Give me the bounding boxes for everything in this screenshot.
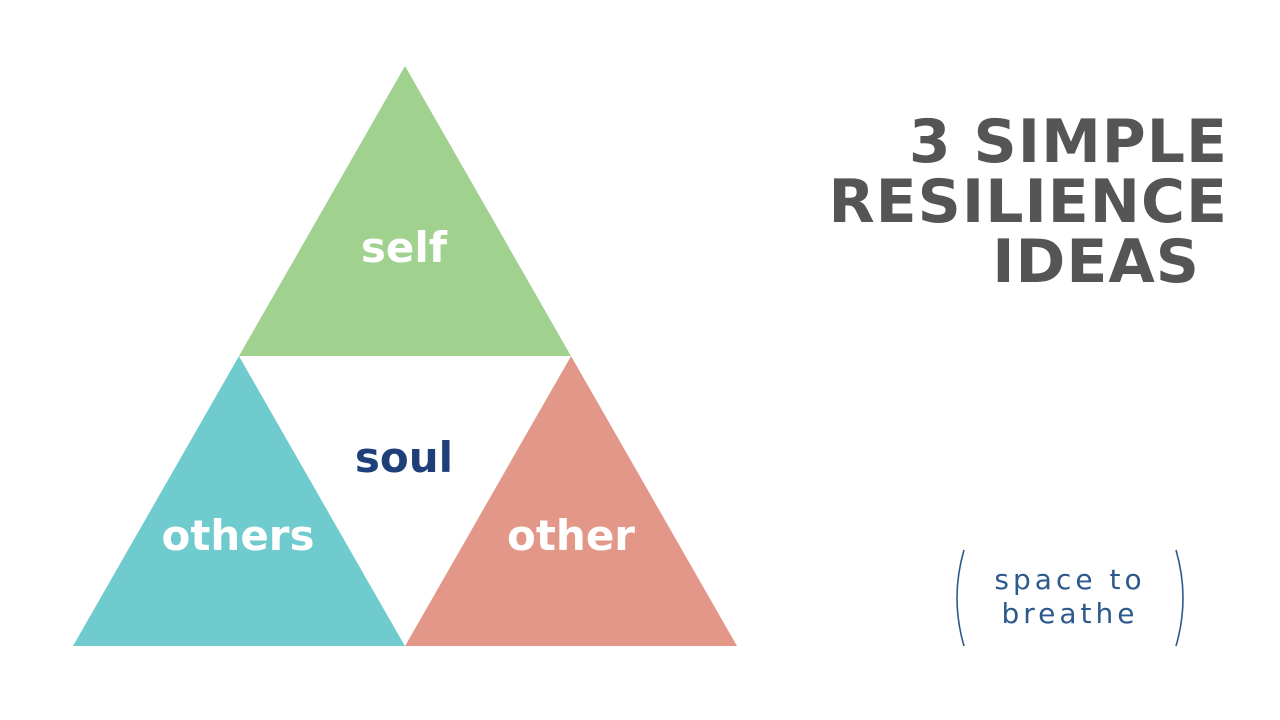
title-line-2: RESILIENCE	[828, 167, 1228, 237]
soul-triangle	[239, 356, 571, 646]
space-to-breathe-logo: space to breathe	[952, 548, 1188, 648]
resilience-triangle-diagram: self others other soul	[73, 66, 737, 646]
title-line-1: 3 SIMPLE	[908, 107, 1228, 177]
right-parenthesis-icon	[1175, 549, 1184, 647]
others-label: others	[161, 511, 314, 560]
other-triangle	[405, 356, 737, 646]
self-label: self	[361, 223, 448, 272]
others-triangle	[73, 356, 405, 646]
logo-line-1: space to	[994, 563, 1146, 596]
left-parenthesis-icon	[956, 549, 965, 647]
slide-title: 3 SIMPLE RESILIENCE IDEAS	[828, 112, 1228, 292]
title-line-3: IDEAS	[992, 227, 1200, 297]
self-triangle	[239, 66, 571, 356]
other-label: other	[507, 511, 635, 560]
logo-line-2: breathe	[1001, 597, 1139, 630]
soul-label: soul	[355, 433, 453, 482]
